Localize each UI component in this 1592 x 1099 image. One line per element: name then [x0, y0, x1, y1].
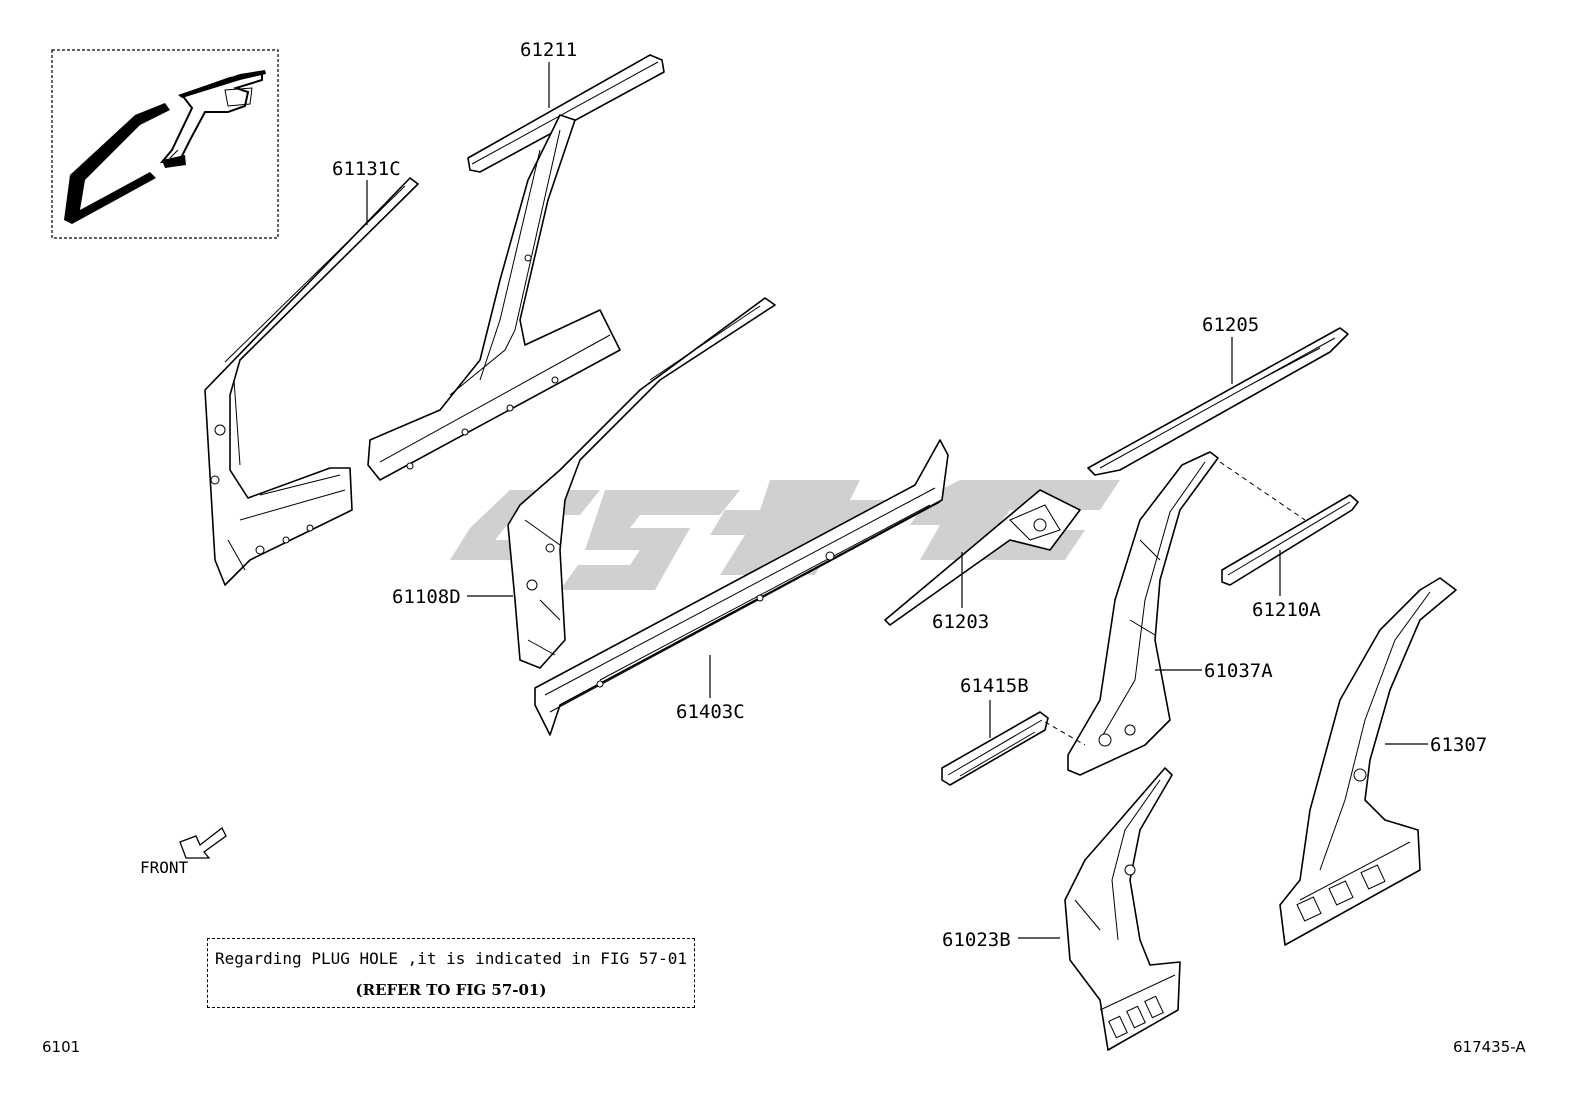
overview-inset — [51, 49, 279, 239]
watermark-letter-2 — [560, 490, 740, 590]
footer-right-code: 617435-A — [1453, 1038, 1526, 1056]
label-61131C: 61131C — [332, 158, 401, 180]
label-61203: 61203 — [932, 611, 989, 633]
part-61211-pillar — [367, 114, 621, 481]
part-61037A — [1067, 451, 1219, 776]
part-61211 — [467, 54, 665, 173]
note-line-1: Regarding PLUG HOLE ,it is indicated in … — [214, 949, 687, 968]
watermark — [450, 480, 1120, 590]
label-61023B: 61023B — [942, 929, 1011, 951]
part-61403C — [534, 439, 949, 736]
plug-hole-note: Regarding PLUG HOLE ,it is indicated in … — [207, 938, 695, 1008]
part-61131C — [204, 177, 419, 586]
label-61403C: 61403C — [676, 701, 745, 723]
watermark-letter-3 — [710, 480, 900, 575]
label-61211: 61211 — [520, 39, 577, 61]
part-61108D — [507, 297, 776, 669]
alignment-line-61415B-61037A — [1044, 721, 1086, 746]
part-61023B — [1064, 767, 1181, 1051]
part-61415B — [941, 711, 1049, 786]
part-61203 — [884, 489, 1081, 626]
part-61307 — [1279, 577, 1457, 946]
label-61415B: 61415B — [960, 675, 1029, 697]
front-arrow-icon — [179, 827, 227, 859]
label-61307: 61307 — [1430, 734, 1487, 756]
label-61205: 61205 — [1202, 314, 1259, 336]
front-label: FRONT — [140, 858, 189, 877]
note-line-2: (REFER TO FIG 57-01) — [355, 981, 547, 999]
part-61210A — [1221, 494, 1359, 586]
label-61037A: 61037A — [1204, 660, 1273, 682]
footer-left-code: 6101 — [42, 1038, 81, 1056]
alignment-line-61037A-61210A — [1219, 461, 1306, 521]
inset-details — [169, 87, 253, 159]
label-61108D: 61108D — [392, 586, 461, 608]
label-61210A: 61210A — [1252, 599, 1321, 621]
inset-roof-rail — [178, 70, 266, 98]
part-61205 — [1087, 327, 1349, 476]
watermark-letter-4 — [910, 480, 1120, 560]
inset-a-pillar — [64, 103, 170, 224]
inset-b-pillar-foot — [162, 155, 186, 168]
